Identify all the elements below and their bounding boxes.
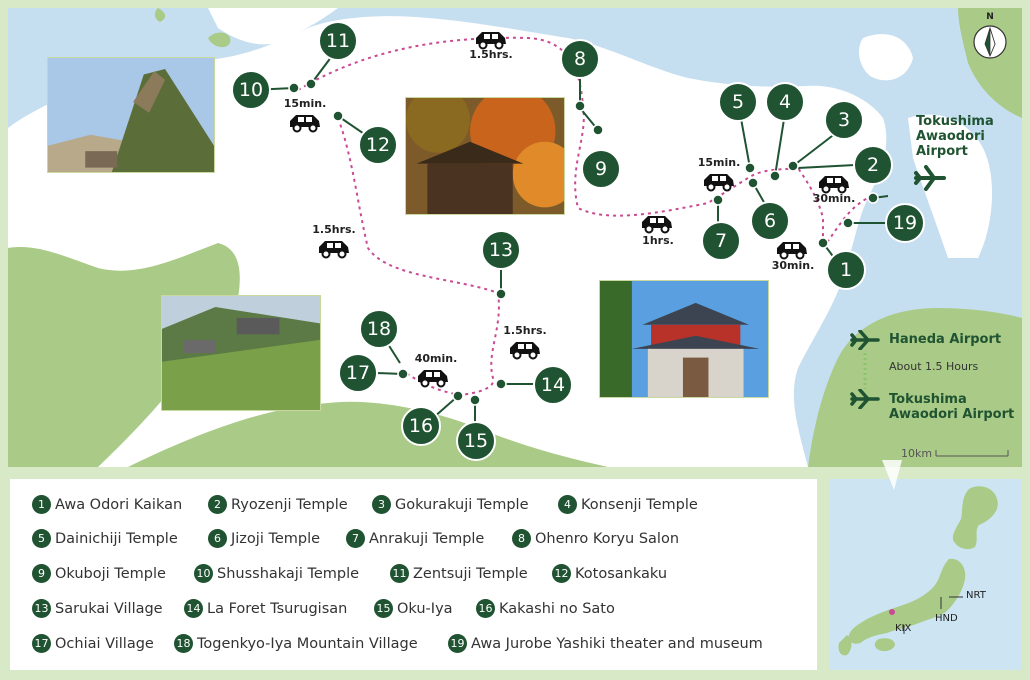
- photo-ochiai: [161, 295, 321, 411]
- japan-outline: [838, 486, 998, 656]
- photo-shusshakaji: [47, 57, 215, 173]
- car-icon: [642, 216, 672, 234]
- pin-13[interactable]: 13: [481, 230, 521, 270]
- travel-time-label: 40min.: [414, 352, 458, 365]
- airplane-icon: [850, 389, 880, 409]
- travel-time-label: 1.5hrs.: [469, 48, 513, 61]
- car-icon: [476, 32, 506, 50]
- scale-label: 10km: [901, 447, 933, 460]
- travel-time-label: 15min.: [697, 156, 741, 169]
- pin-16[interactable]: 16: [401, 406, 441, 446]
- inset-label-hnd: HND: [935, 613, 958, 624]
- pin-9[interactable]: 9: [581, 149, 621, 189]
- route-legend-duration: About 1.5 Hours: [889, 360, 979, 373]
- pin-6[interactable]: 6: [750, 201, 790, 241]
- pin-7[interactable]: 7: [701, 221, 741, 261]
- pin-11[interactable]: 11: [318, 21, 358, 61]
- travel-time-label: 1hrs.: [642, 234, 674, 247]
- pin-2[interactable]: 2: [853, 145, 893, 185]
- airport-label-tokushima: Tokushima Awaodori Airport: [916, 114, 994, 159]
- photo-red-gate: [600, 281, 768, 397]
- pin-17[interactable]: 17: [338, 353, 378, 393]
- pin-3[interactable]: 3: [824, 100, 864, 140]
- inset-callout: [882, 460, 902, 490]
- pin-8[interactable]: 8: [560, 39, 600, 79]
- photo-autumn-gate: [406, 98, 564, 214]
- travel-time-label: 30min.: [812, 192, 856, 205]
- car-icon: [819, 176, 849, 194]
- photo-anrakuji: [599, 280, 769, 398]
- inset-label-kix: KIX: [895, 623, 912, 634]
- pin-10[interactable]: 10: [231, 70, 271, 110]
- travel-time-label: 1.5hrs.: [503, 324, 547, 337]
- pin-15[interactable]: 15: [456, 421, 496, 461]
- car-icon: [319, 241, 349, 259]
- compass-label: N: [986, 12, 994, 22]
- pin-12[interactable]: 12: [358, 125, 398, 165]
- pin-1[interactable]: 1: [826, 250, 866, 290]
- travel-time-label: 1.5hrs.: [312, 223, 356, 236]
- travel-time-label: 30min.: [771, 259, 815, 272]
- pin-5[interactable]: 5: [718, 82, 758, 122]
- photo-mountain-village: [162, 296, 320, 410]
- car-icon: [418, 370, 448, 388]
- pin-14[interactable]: 14: [533, 365, 573, 405]
- inset-label-nrt: NRT: [966, 590, 986, 601]
- route-legend-from: Haneda Airport: [889, 332, 1002, 347]
- pin-18[interactable]: 18: [359, 309, 399, 349]
- pin-19[interactable]: 19: [885, 203, 925, 243]
- compass-icon: [973, 25, 1007, 59]
- pin-4[interactable]: 4: [765, 82, 805, 122]
- car-icon: [290, 115, 320, 133]
- photo-mountain-temple: [48, 58, 214, 172]
- main-map: N: [8, 8, 1022, 467]
- photo-okuboji: [405, 97, 565, 215]
- route-legend-line: [863, 353, 867, 389]
- airplane-icon: [914, 165, 946, 191]
- car-icon: [510, 342, 540, 360]
- route-legend-to: Tokushima Awaodori Airport: [889, 392, 1015, 422]
- car-icon: [704, 174, 734, 192]
- japan-inset-map: NRT HND KIX: [829, 479, 1022, 670]
- airplane-icon: [850, 330, 880, 350]
- car-icon: [777, 242, 807, 260]
- travel-time-label: 15min.: [283, 97, 327, 110]
